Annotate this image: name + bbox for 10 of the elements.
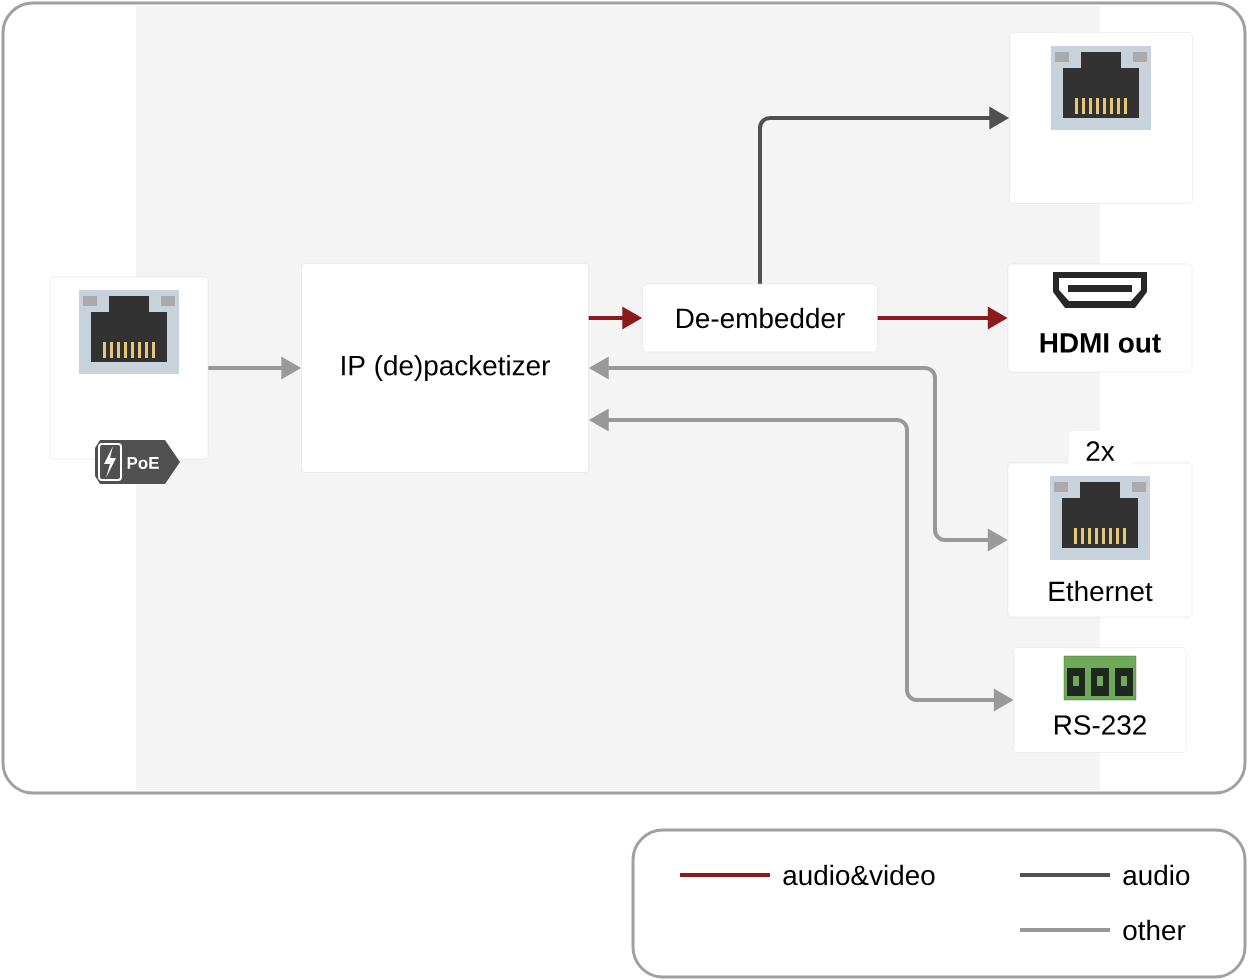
port-box: De-embedder	[642, 283, 878, 353]
port-box: Ethernet	[1007, 462, 1193, 618]
port-box	[1009, 32, 1193, 204]
port-box: IP (de)packetizer	[301, 263, 589, 473]
port-box: RS-232	[1013, 647, 1187, 753]
port-box: HDMI out	[1007, 263, 1193, 373]
legend-text: audio&video	[783, 864, 935, 886]
legend-text: other	[1123, 919, 1186, 941]
count-tag: 2x	[1069, 431, 1131, 471]
legend-text: audio	[1123, 864, 1190, 886]
